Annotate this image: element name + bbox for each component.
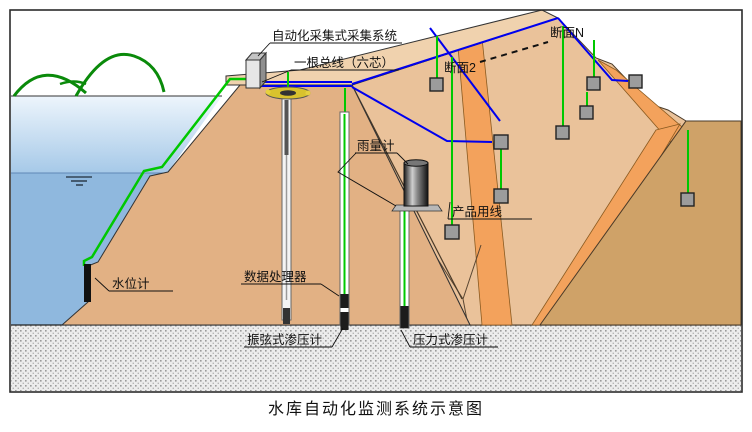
data-processor-box <box>340 312 349 330</box>
sensor-square <box>444 224 460 240</box>
deep-water <box>11 173 167 325</box>
sensor-square <box>680 192 695 207</box>
leader-rain-gauge-1 <box>337 152 397 207</box>
hill-outline-1 <box>12 73 87 97</box>
tube1-tip <box>283 308 290 324</box>
leader-data-processor <box>320 283 340 297</box>
leader-lines <box>94 42 451 348</box>
label-bus-line: 一根总线（六芯） <box>294 56 394 70</box>
rain-gauge-cylinder <box>391 159 443 212</box>
leader-rain-gauge-2 <box>396 152 409 165</box>
sensor-square <box>493 188 509 204</box>
sensor-square <box>555 125 570 140</box>
sensor-square <box>628 74 643 89</box>
piezometer-tube-1 <box>281 97 292 324</box>
pressure-piezometer-box <box>400 306 409 328</box>
water-level-sensor <box>84 264 91 302</box>
label-water-level-gauge: 水位计 <box>112 276 150 291</box>
leader-bus-line <box>261 69 292 83</box>
label-collection-system: 自动化采集式采集系统 <box>272 28 397 43</box>
section-line-1 <box>351 86 493 143</box>
diagram-border <box>9 9 743 393</box>
label-pressure-piezometer: 压力式渗压计 <box>413 332 488 347</box>
section-line-3 <box>557 17 629 82</box>
bus-lines <box>256 17 629 143</box>
data-processor-box <box>340 294 349 308</box>
label-product-cable: 产品用线 <box>452 205 503 219</box>
water-level-symbol <box>66 176 92 186</box>
leader-vw-piezometer <box>331 327 344 348</box>
sensor-squares <box>429 74 695 240</box>
well-head-wheel <box>265 86 311 100</box>
label-rain-gauge: 雨量计 <box>357 139 395 153</box>
leader-water-level-gauge <box>94 277 110 292</box>
upstream-cable <box>82 77 252 266</box>
sensor-square <box>429 77 444 92</box>
sensor-square <box>579 105 594 120</box>
product-cables <box>287 26 689 225</box>
label-data-processor: 数据处理器 <box>244 269 307 284</box>
bus-line-diagonal <box>351 17 559 85</box>
leader-collection-system <box>257 42 271 57</box>
label-section-n: 断面N <box>550 25 584 40</box>
leader-pressure-piezometer <box>400 329 411 348</box>
right-abutment <box>539 120 742 326</box>
foundation <box>11 325 741 391</box>
label-underlines <box>109 42 532 348</box>
sensor-square <box>493 134 509 150</box>
sensor-square <box>586 76 601 91</box>
piezometer-tube-2 <box>339 88 350 330</box>
dashed-repetition-line <box>479 41 549 63</box>
label-vibrating-wire-piezometer: 振弦式渗压计 <box>247 332 322 347</box>
diagram-title: 水库自动化监测系统示意图 <box>268 399 484 418</box>
hill-outline-2 <box>74 52 166 97</box>
label-section-2: 断面2 <box>444 60 476 75</box>
collection-box <box>244 51 268 90</box>
section-line-2 <box>429 27 501 122</box>
piezometer-tube-3 <box>399 207 410 329</box>
leader-product-cable <box>447 201 451 220</box>
